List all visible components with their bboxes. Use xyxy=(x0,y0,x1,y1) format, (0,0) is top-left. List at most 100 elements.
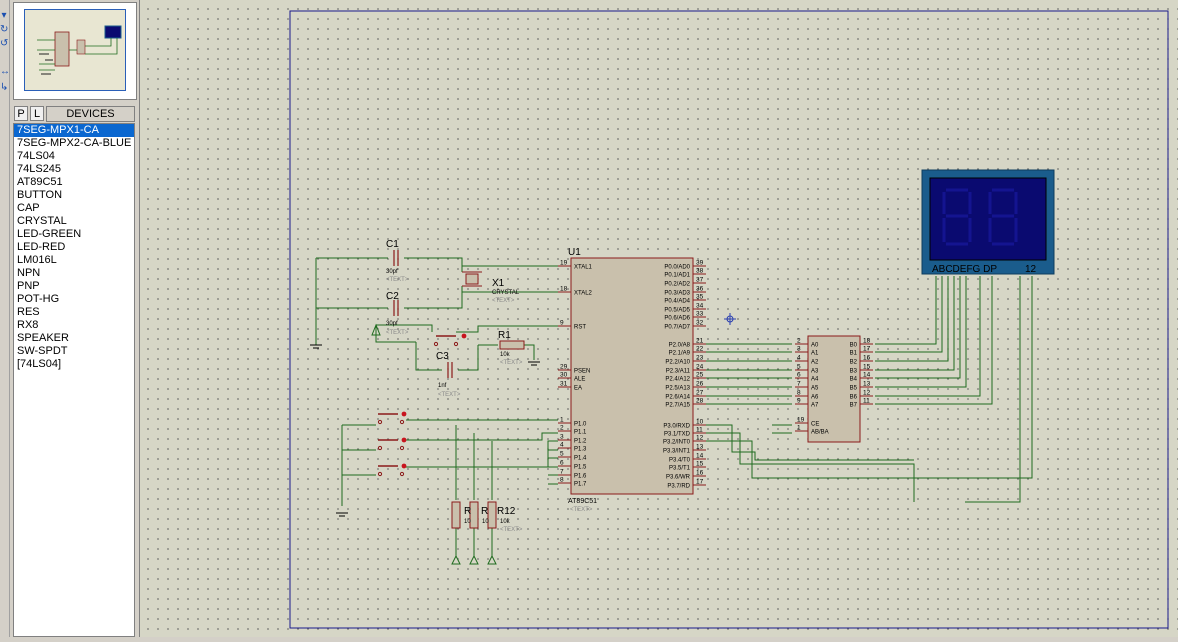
capacitor-c3[interactable] xyxy=(447,362,453,378)
pick-devices-button[interactable]: P xyxy=(14,106,28,121)
device-list-item[interactable]: PNP xyxy=(17,280,40,292)
r1-ref: R1 xyxy=(498,330,511,341)
device-list-item[interactable]: 7SEG-MPX1-CA xyxy=(14,124,134,137)
pin-number: 17 xyxy=(863,346,871,353)
device-list-item[interactable]: LED-GREEN xyxy=(17,228,82,240)
pin-number: 14 xyxy=(863,372,871,379)
pin-number: 39 xyxy=(696,260,704,267)
pin-number: 13 xyxy=(863,381,871,388)
push-button-1[interactable] xyxy=(377,411,407,425)
capacitor-c1[interactable] xyxy=(393,250,399,266)
pin-number: 21 xyxy=(696,338,704,345)
resistor-r12[interactable] xyxy=(487,501,497,529)
pin-name: P2.1/A9 xyxy=(669,351,691,357)
device-list-item[interactable]: 74LS04 xyxy=(17,150,55,162)
c3-val: 1nf xyxy=(438,383,447,389)
resistor-r11[interactable] xyxy=(469,501,479,529)
pin-number: 38 xyxy=(696,268,704,275)
seven-segment-display[interactable]: ABCDEFG DP 12 xyxy=(921,169,1055,275)
device-list-item[interactable]: CRYSTAL xyxy=(17,215,67,227)
push-button-3[interactable] xyxy=(377,463,407,477)
pin-number: 33 xyxy=(696,311,704,318)
c2-text: <TEXT> xyxy=(386,330,409,336)
pin-number: 8 xyxy=(560,477,564,484)
bus-buffer-body[interactable] xyxy=(807,335,861,443)
pin-name: P3.5/T1 xyxy=(669,466,691,472)
device-list-item[interactable]: SPEAKER xyxy=(17,332,69,344)
crystal-x1[interactable] xyxy=(462,271,482,287)
pin-number: 35 xyxy=(696,294,704,301)
pin-name: P1.5 xyxy=(574,465,587,471)
c2-ref: C2 xyxy=(386,291,399,302)
device-list-item[interactable]: POT-HG xyxy=(17,293,60,305)
pin-number: 11 xyxy=(696,427,703,434)
device-list-item[interactable]: RX8 xyxy=(17,319,39,331)
device-list-item[interactable]: LED-RED xyxy=(17,241,66,253)
crosshair-cursor-icon xyxy=(724,313,736,325)
pin-number: 6 xyxy=(797,372,801,379)
resistor-r10[interactable] xyxy=(451,501,461,529)
pin-number: 4 xyxy=(560,442,564,449)
overview-thumbnail[interactable] xyxy=(24,9,126,91)
pin-name: P0.2/AD2 xyxy=(664,282,690,288)
mirror-icon[interactable]: ↔ xyxy=(0,66,10,77)
pin-number: 31 xyxy=(560,381,568,388)
arrow-icon[interactable]: ▾ xyxy=(1,10,7,21)
pin-name: P0.0/AD0 xyxy=(664,265,690,271)
c2-val: 30pf xyxy=(386,321,398,327)
r1-text: <TEXT> xyxy=(500,360,523,366)
pin-name: P1.4 xyxy=(574,456,587,462)
resistor-r1[interactable] xyxy=(499,340,525,350)
reset-button-switch[interactable] xyxy=(433,333,467,347)
device-list-item[interactable]: LM016L xyxy=(17,254,57,266)
pin-name: CE xyxy=(811,422,819,428)
pin-name: P0.4/AD4 xyxy=(664,299,690,305)
pin-number: 9 xyxy=(560,320,564,327)
pin-number: 1 xyxy=(560,417,564,424)
pin-name: P0.6/AD6 xyxy=(664,316,690,322)
u1-left-pins: 19XTAL118XTAL29RST29PSEN30ALE31EA1P1.02P… xyxy=(558,260,593,488)
pin-name: B2 xyxy=(850,360,858,366)
pin-name: A3 xyxy=(811,369,819,375)
r11-ref: R xyxy=(481,506,488,517)
pin-name: P2.5/A13 xyxy=(665,386,690,392)
pin-name: EA xyxy=(574,386,582,392)
overview-preview xyxy=(37,25,122,75)
library-manager-button[interactable]: L xyxy=(30,106,44,121)
pin-name: A4 xyxy=(811,377,819,383)
pin-number: 10 xyxy=(696,419,704,426)
device-list-item[interactable]: NPN xyxy=(17,267,41,279)
power-symbols xyxy=(371,323,497,565)
pin-name: P3.7/RD xyxy=(667,484,690,490)
pin-number: 22 xyxy=(696,346,704,353)
device-list-item[interactable]: 74LS245 xyxy=(17,163,62,175)
device-list-item[interactable]: CAP xyxy=(17,202,40,214)
device-panel-header: P L DEVICES xyxy=(13,106,135,123)
pin-name: B7 xyxy=(850,403,858,409)
pin-name: P1.0 xyxy=(574,422,587,428)
rotate-icon[interactable]: ↻ xyxy=(0,24,9,35)
pin-name: P3.0/RXD xyxy=(663,424,690,430)
u1-body[interactable] xyxy=(570,257,694,495)
c1-ref: C1 xyxy=(386,239,399,250)
device-list-item[interactable]: SW-SPDT xyxy=(17,345,68,357)
flip-icon[interactable]: ↳ xyxy=(0,82,9,93)
device-list-item[interactable]: [74LS04] xyxy=(17,358,62,370)
overview-window[interactable] xyxy=(13,2,137,100)
device-list-item[interactable]: RES xyxy=(17,306,40,318)
rotate-back-icon[interactable]: ↺ xyxy=(0,38,9,49)
display-digit-label: 12 xyxy=(1025,264,1037,275)
schematic-drawing[interactable]: U1 AT89C51 <TEXT> 19XTAL118XTAL29RST29PS… xyxy=(140,0,1178,637)
pin-number: 17 xyxy=(696,479,704,486)
device-list-item[interactable]: 7SEG-MPX2-CA-BLUE xyxy=(17,137,132,149)
device-list-item[interactable]: BUTTON xyxy=(17,189,63,201)
pin-name: A0 xyxy=(811,343,819,349)
capacitor-c2[interactable] xyxy=(393,300,399,316)
pin-number: 34 xyxy=(696,303,704,310)
push-button-2[interactable] xyxy=(377,437,407,451)
device-list-item[interactable]: AT89C51 xyxy=(17,176,63,188)
pin-number: 26 xyxy=(696,381,704,388)
